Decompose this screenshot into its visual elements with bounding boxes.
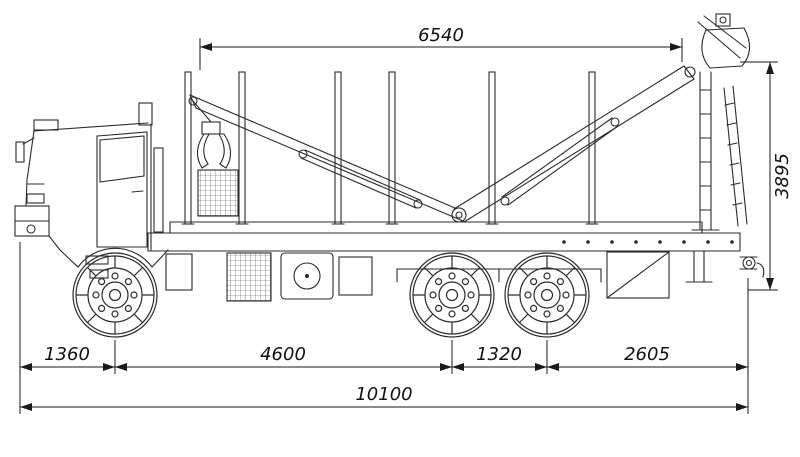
mirror [15, 141, 25, 163]
dimension-4600-label: 4600 [260, 344, 306, 365]
dimension-overall-length: 10100 [20, 384, 748, 411]
truck-cab [14, 102, 193, 291]
dimension-2605-label: 2605 [624, 344, 670, 365]
dimension-6540-label: 6540 [418, 25, 464, 46]
stowed-grapple [697, 13, 751, 69]
air-reservoir [338, 256, 373, 296]
truck-drawing [14, 13, 765, 338]
front-wheel [72, 252, 158, 338]
dimension-1360-label: 1360 [44, 344, 90, 365]
rear-wheel-2 [504, 252, 590, 338]
dimension-overall-height: 3895 [740, 61, 793, 291]
dimension-3895-label: 3895 [772, 153, 793, 199]
dimension-wheelbase: 4600 [115, 344, 452, 371]
log-bunks [181, 71, 599, 225]
exhaust-stack [153, 147, 164, 233]
boom-pivot [684, 66, 696, 78]
air-intake [138, 102, 153, 126]
dimension-annotations: 6540 3895 1360 4600 1320 [19, 25, 793, 414]
dimension-platform-length: 6540 [199, 25, 683, 70]
main-boom [451, 65, 695, 223]
jib-boom [188, 94, 464, 222]
rear-hitch [739, 256, 765, 278]
underframe-equipment [197, 169, 713, 302]
battery-box-hatched [226, 252, 272, 302]
log-grapple [192, 100, 232, 169]
rear-wheel-1 [409, 252, 495, 338]
dimension-1320-label: 1320 [476, 344, 522, 365]
toolbox-hatched [197, 169, 239, 217]
dimension-rear-overhang: 2605 [547, 344, 748, 371]
chassis-frame [147, 221, 741, 252]
crane-loader [188, 13, 751, 231]
dimension-front-overhang: 1360 [20, 344, 115, 371]
fuel-tank [280, 252, 334, 300]
rear-step-box [606, 251, 670, 299]
dimension-rear-axle-spacing: 1320 [452, 344, 547, 371]
dimension-10100-label: 10100 [355, 384, 412, 405]
